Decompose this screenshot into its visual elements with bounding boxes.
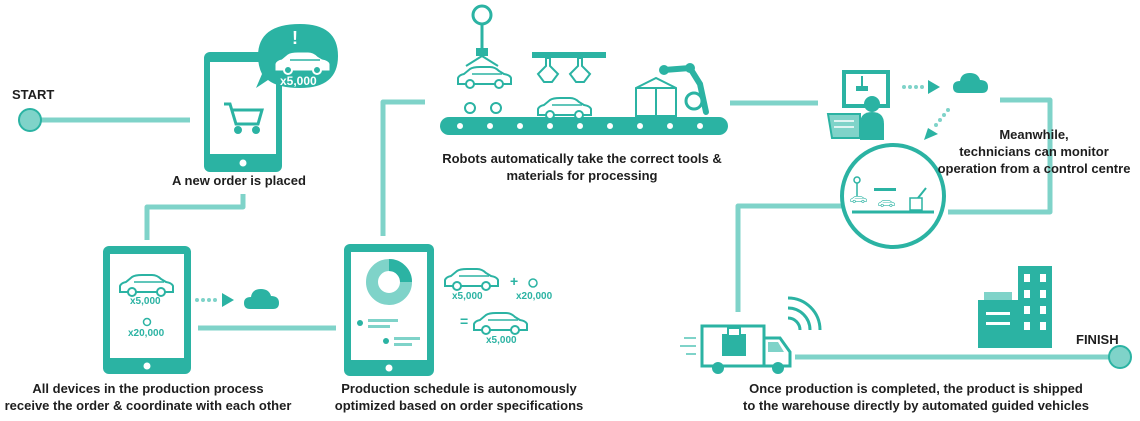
connector-order-to-devices [144,194,246,240]
shopping-cart-icon [224,102,264,134]
order-badge-quantity: x5,000 [280,74,317,88]
schedule-car-a [444,268,499,291]
warehouse-building-icon [978,266,1052,348]
start-node [18,108,42,132]
connector-lines [40,97,1113,360]
robots-caption-line1: Robots automatically take the correct to… [442,151,722,166]
technicians-caption-line3: operation from a control centre [937,161,1131,176]
schedule-car-b [473,312,528,335]
start-label: START [12,87,55,102]
cloud-icon [244,289,279,309]
control-centre-icon [826,70,890,140]
schedule-equals-sign: = [460,313,469,329]
devices-tablet [103,246,191,374]
monitor-circle [840,143,946,249]
schedule-dot-quantity: x20,000 [516,291,553,302]
shipping-caption: Once production is completed, the produc… [706,380,1126,414]
control-arrow-right [902,80,940,94]
schedule-caption-line2: optimized based on order specifications [334,398,584,413]
robot-arm-icon [440,4,728,135]
technicians-caption-line1: Meanwhile, [999,127,1069,142]
devices-caption-line1: All devices in the production process [32,381,264,396]
finish-label: FINISH [1076,332,1119,347]
connector-monitor-to-truck [735,203,842,312]
control-cloud-icon [953,73,988,93]
part-dot [142,317,152,327]
donut-chart-icon [366,259,412,305]
devices-arrow [195,293,234,307]
schedule-part-dot [528,278,538,288]
control-arrow-down [924,108,950,140]
robots-caption: Robots automatically take the correct to… [432,150,732,184]
schedule-plus-sign: + [510,273,519,289]
schedule-caption: Production schedule is autonomously opti… [326,380,592,414]
devices-caption-line2: receive the order & coordinate with each… [4,398,292,413]
devices-dot-quantity: x20,000 [128,328,165,339]
finish-node [1108,345,1132,369]
delivery-truck-icon [680,296,822,374]
technicians-caption: Meanwhile, technicians can monitor opera… [934,126,1134,177]
shipping-caption-line2: to the warehouse directly by automated g… [742,398,1090,413]
order-badge-symbol: ! [292,28,298,48]
schedule-tablet [344,244,434,376]
robots-caption-line2: materials for processing [506,168,658,183]
order-caption: A new order is placed [172,173,306,188]
devices-caption: All devices in the production process re… [0,380,296,414]
schedule-car-quantity-b: x5,000 [486,335,517,346]
schedule-car-quantity-a: x5,000 [452,291,483,302]
connector-schedule-to-robots [380,99,425,236]
devices-car-quantity: x5,000 [130,296,161,307]
order-speech-bubble [256,24,338,88]
technicians-caption-line2: technicians can monitor [959,144,1109,159]
schedule-caption-line1: Production schedule is autonomously [341,381,577,396]
shipping-caption-line1: Once production is completed, the produc… [749,381,1083,396]
connector-control-down [948,97,1053,215]
